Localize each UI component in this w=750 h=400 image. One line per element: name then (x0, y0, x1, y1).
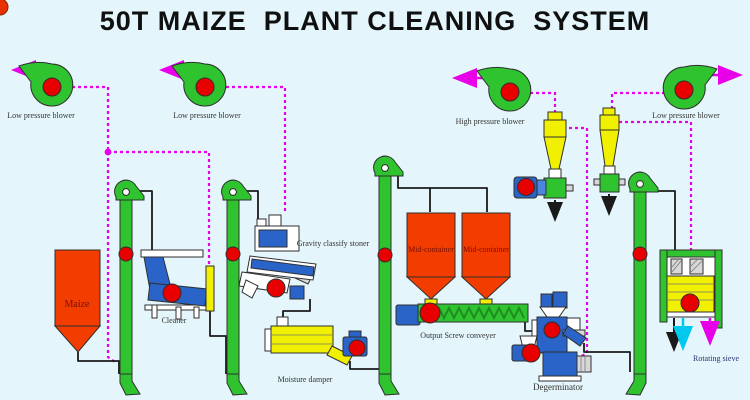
cleaner-machine (140, 249, 215, 320)
elevator4-window (632, 246, 648, 262)
duct-blower3-to-cyclone1 (530, 91, 557, 112)
gravity-classify-stoner (238, 214, 317, 300)
duct-cyclone2-to-sieve (619, 120, 693, 251)
cleaner-label: Cleaner (162, 316, 187, 325)
damper-motor-window (348, 339, 366, 357)
bucket-elevator-4 (625, 171, 659, 396)
duct-junction-to-elevator1 (106, 152, 116, 363)
duct-junction-to-cleaner (108, 150, 211, 265)
moisture-damper (264, 316, 368, 366)
cleaner-window (162, 283, 182, 303)
cyclone1-airlock-window (517, 178, 535, 196)
degerminator-label: Degerminator (533, 382, 583, 392)
sieve-window (680, 293, 700, 313)
page-title: 50T MAIZE PLANT CLEANING SYSTEM (99, 6, 651, 36)
elevator1-window (118, 246, 134, 262)
degerminator-lower-window (521, 343, 541, 363)
duct-blower4-to-cyclone2 (610, 91, 665, 109)
mid-container2-label: Mid-container (463, 245, 509, 254)
duct-blower2-to-stoner (226, 85, 287, 213)
duct-junction-dot (104, 148, 112, 156)
blower1-label: Low pressure blower (7, 111, 75, 120)
elevator3-window (377, 247, 393, 263)
flow-cleaner-to-elevator2 (209, 311, 227, 374)
damper-label: Moisture damper (278, 375, 333, 384)
material-flow-lines (77, 165, 676, 377)
flow-degerminator-to-elevator4 (583, 343, 631, 372)
mid-container1-label: Mid-container (408, 245, 454, 254)
elevator2-window (225, 246, 241, 262)
mid-container-1 (405, 212, 457, 307)
duct-cyclone1-to-degerminator (563, 126, 589, 358)
bucket-elevator-1 (114, 179, 145, 396)
corner-dot (0, 0, 9, 16)
flow-damper-to-elevator3 (349, 361, 381, 377)
flow-maize-to-elevator1 (77, 352, 120, 374)
blower3-label: High pressure blower (456, 117, 525, 126)
maize-hopper (53, 249, 102, 353)
air-ducts (72, 85, 693, 363)
bucket-elevator-2 (221, 179, 252, 396)
stoner-label: Gravity classify stoner (297, 239, 370, 248)
blower-1-low-pressure (18, 61, 74, 107)
blower-4-low-pressure (662, 64, 718, 110)
blower-3-high-pressure (476, 66, 532, 112)
bucket-elevator-3 (373, 155, 404, 396)
mid-container-2 (460, 212, 512, 307)
conveyor-motor-window (419, 302, 441, 324)
maize-label: Maize (65, 299, 91, 310)
degerminator-upper-window (543, 321, 561, 339)
cleaner-aspiration-column (205, 265, 215, 312)
screw-flights (423, 305, 525, 321)
rotating-sieve (659, 249, 723, 352)
conveyor-label: Output Screw conveyer (420, 331, 496, 340)
flow-elevator3-to-containers (391, 165, 488, 212)
flow-elevator4-to-sieve (650, 190, 676, 251)
duct-blower1 (72, 85, 110, 152)
cyclone-2 (593, 107, 626, 216)
blower-2-low-pressure (171, 61, 227, 107)
blower4-label: Low pressure blower (652, 111, 720, 120)
flow-stoner-to-damper (282, 299, 311, 318)
stoner-window (266, 278, 286, 298)
degerminator-machine (511, 291, 592, 382)
output-screw-conveyor (395, 302, 529, 326)
blower2-label: Low pressure blower (173, 111, 241, 120)
sieve-label: Rotating sieve (693, 354, 739, 363)
cyclone-1 (513, 111, 574, 222)
